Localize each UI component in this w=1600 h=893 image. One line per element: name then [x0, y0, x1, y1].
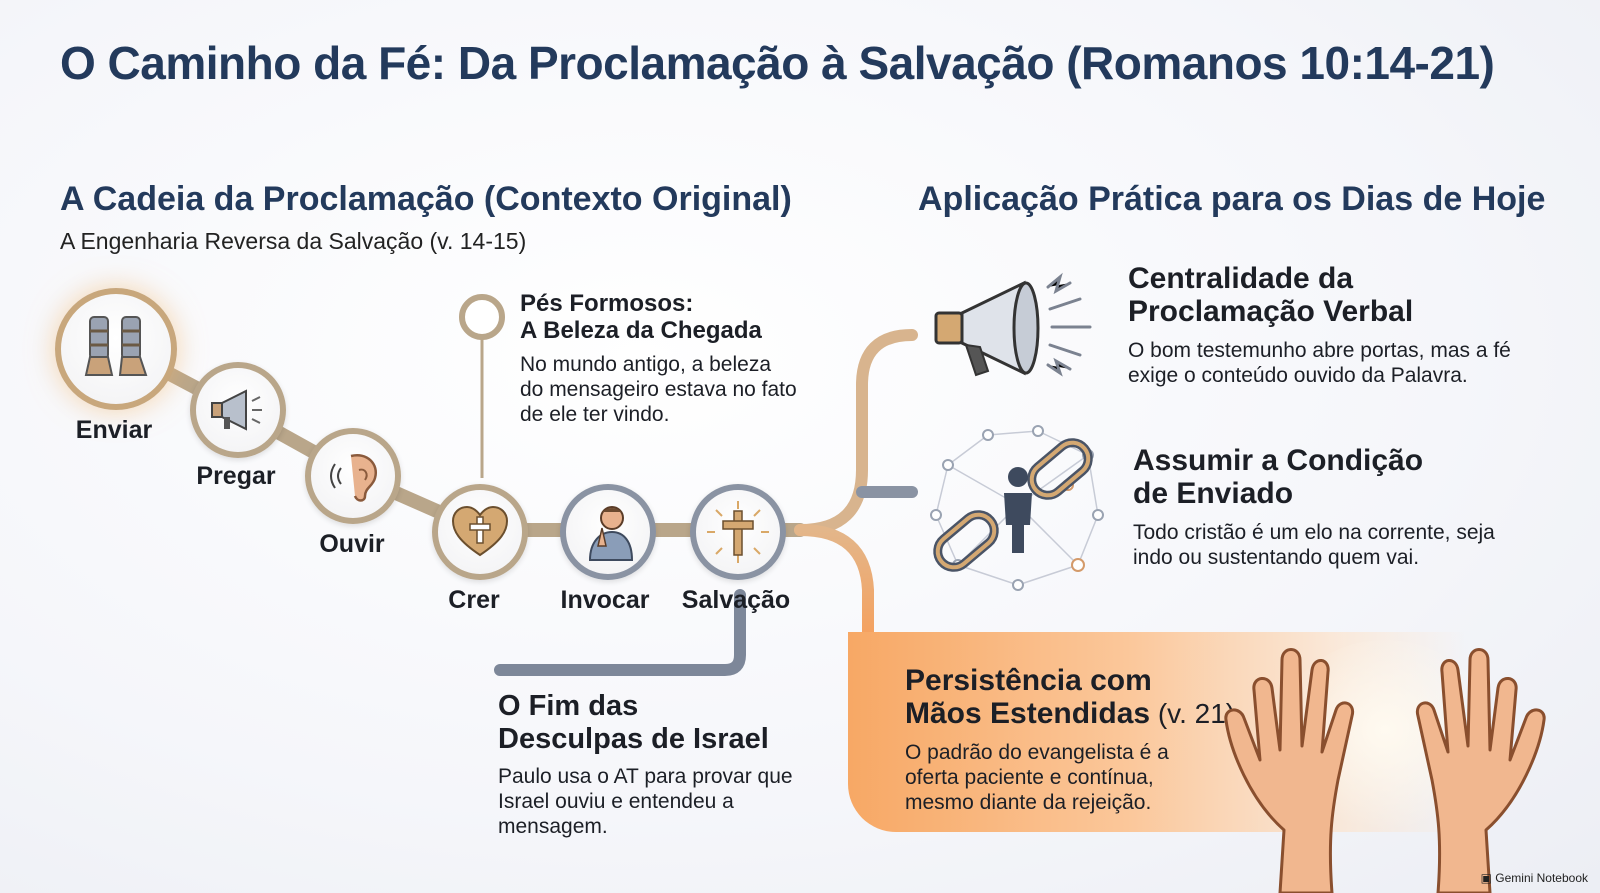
watermark: ▣ Gemini Notebook: [1480, 871, 1588, 885]
megaphone-icon: [934, 272, 1092, 377]
megaphone-icon: [211, 389, 262, 431]
app-item-2-title-2: de Enviado: [1133, 477, 1294, 510]
node-label-pregar: Pregar: [196, 462, 276, 490]
left-section-title: A Cadeia da Proclamação (Contexto Origin…: [60, 180, 792, 218]
app-item-3-title-1: Persistência com: [905, 664, 1152, 697]
praying-person-icon: [588, 506, 634, 561]
pes-marker: [459, 294, 505, 340]
app-item-1-title-2: Proclamação Verbal: [1128, 295, 1414, 328]
node-label-invocar: Invocar: [560, 586, 650, 614]
app-item-2-text: Todo cristão é um elo na corrente, seja …: [1133, 521, 1495, 569]
callout-fim-title-2: Desculpas de Israel: [498, 723, 769, 755]
callout-pes-title-1: Pés Formosos:: [520, 290, 694, 317]
ear-icon: [330, 453, 378, 502]
open-hands-icon: [1224, 640, 1546, 893]
app-item-3-text: O padrão do evangelista é a oferta pacie…: [905, 741, 1169, 814]
node-invocar: [560, 484, 656, 580]
callout-fim-text: Paulo usa o AT para provar que Israel ou…: [498, 765, 793, 838]
node-label-enviar: Enviar: [75, 416, 153, 444]
right-section-title: Aplicação Prática para os Dias de Hoje: [918, 180, 1546, 218]
app-item-3-title-2: Mãos Estendidas: [905, 697, 1151, 730]
callout-pes-title-2: A Beleza da Chegada: [520, 317, 762, 344]
app-item-3-title-suffix: (v. 21): [1150, 698, 1236, 729]
node-label-salvacao: Salvação: [681, 586, 791, 614]
node-pregar: [190, 362, 286, 458]
feet-icon: [84, 316, 148, 376]
node-enviar: [55, 288, 177, 410]
app-item-enviado: Assumir a Condição de Enviado Todo crist…: [1133, 444, 1583, 570]
node-salvacao: [690, 484, 786, 580]
left-section-subtitle: A Engenharia Reversa da Salvação (v. 14-…: [60, 228, 527, 254]
watermark-text: Gemini Notebook: [1495, 871, 1588, 885]
node-label-ouvir: Ouvir: [319, 530, 385, 558]
branch-down: [794, 524, 874, 638]
callout-pes-formosos: Pés Formosos: A Beleza da Chegada No mun…: [520, 290, 800, 427]
node-label-crer: Crer: [448, 586, 500, 614]
node-ouvir: [305, 428, 401, 524]
app-item-proclamacao: Centralidade da Proclamação Verbal O bom…: [1128, 262, 1578, 388]
branch-up: [794, 329, 918, 536]
callout-pes-text: No mundo antigo, a beleza do mensageiro …: [520, 353, 797, 426]
chain-network-icon: [930, 425, 1104, 591]
heart-cross-icon: [451, 505, 509, 557]
page-title: O Caminho da Fé: Da Proclamação à Salvaç…: [60, 37, 1495, 89]
app-item-2-title-1: Assumir a Condição: [1133, 444, 1424, 477]
radiant-cross-icon: [707, 501, 769, 563]
app-item-1-text: O bom testemunho abre portas, mas a fé e…: [1128, 339, 1511, 387]
callout-fim-title-1: O Fim das: [498, 690, 639, 722]
callout-fim-desculpas: O Fim das Desculpas de Israel Paulo usa …: [498, 690, 798, 839]
fim-connector: [494, 589, 746, 676]
app-item-1-title-1: Centralidade da: [1128, 262, 1354, 295]
node-crer: [432, 484, 528, 580]
app-item-persistencia: Persistência com Mãos Estendidas (v. 21)…: [905, 664, 1265, 815]
